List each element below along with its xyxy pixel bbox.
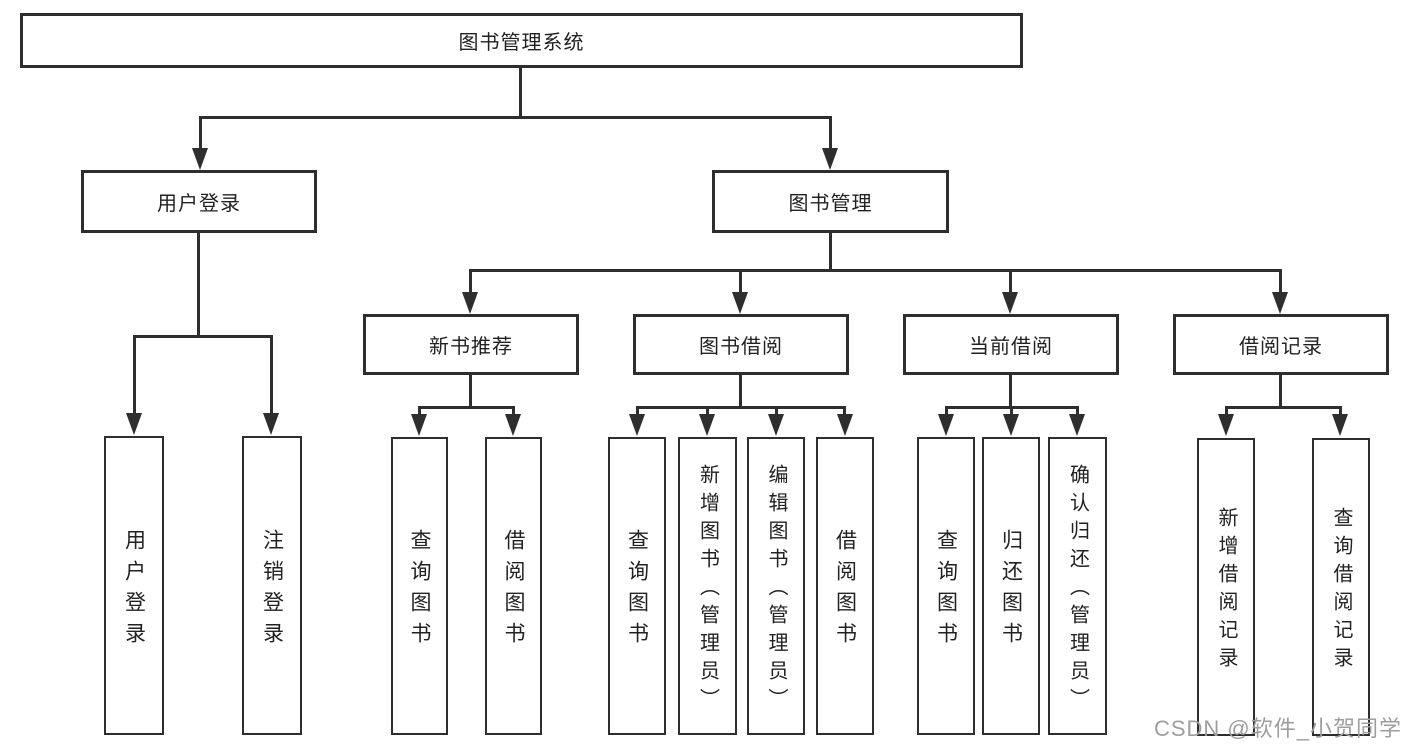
node-borrow-records: 借阅记录 xyxy=(1173,314,1389,375)
leaf-borrow-borrow-book: 借阅图书 xyxy=(816,437,874,735)
leaf-borrow-edit-book-admin: 编辑图书（管理员） xyxy=(747,437,805,735)
leaf-logout-label: 注销登录 xyxy=(260,528,284,653)
connector xyxy=(636,406,639,416)
leaf-user-login: 用户登录 xyxy=(104,436,164,735)
arrowhead xyxy=(1218,414,1234,436)
arrowhead xyxy=(126,413,142,435)
connector xyxy=(1279,269,1282,294)
arrowhead xyxy=(1069,414,1085,436)
connector xyxy=(519,67,522,118)
connector xyxy=(418,406,421,416)
connector xyxy=(1225,406,1342,409)
leaf-current-query-book: 查询图书 xyxy=(917,437,975,735)
connector xyxy=(199,116,202,150)
arrowhead xyxy=(938,414,954,436)
connector xyxy=(829,116,832,150)
connector xyxy=(775,406,778,416)
arrowhead xyxy=(192,148,208,170)
connector xyxy=(1076,406,1079,416)
connector xyxy=(739,375,742,408)
arrowhead xyxy=(732,292,748,314)
leaf-recommend-borrow-book-label: 借阅图书 xyxy=(502,529,525,653)
connector xyxy=(829,233,832,272)
connector xyxy=(706,406,709,416)
node-user-login-label: 用户登录 xyxy=(157,193,241,215)
arrowhead xyxy=(505,414,521,436)
connector xyxy=(418,406,515,409)
connector xyxy=(197,233,200,338)
leaf-records-query-record-label: 查询借阅记录 xyxy=(1330,507,1352,675)
node-new-book-recommend: 新书推荐 xyxy=(363,314,579,375)
arrowhead xyxy=(822,148,838,170)
connector xyxy=(469,269,472,294)
node-book-management-label: 图书管理 xyxy=(788,193,873,215)
connector xyxy=(1339,406,1342,416)
leaf-logout: 注销登录 xyxy=(242,436,302,735)
connector xyxy=(1010,406,1013,416)
connector xyxy=(199,116,832,119)
connector xyxy=(469,269,1282,272)
arrowhead xyxy=(1002,292,1018,314)
connector xyxy=(133,335,273,338)
leaf-recommend-borrow-book: 借阅图书 xyxy=(485,437,542,735)
csdn-watermark: CSDN @软件_小贺同学 xyxy=(1153,716,1402,741)
arrowhead xyxy=(699,414,715,436)
node-book-borrow-label: 图书借阅 xyxy=(699,336,783,358)
node-new-book-recommend-label: 新书推荐 xyxy=(429,336,513,358)
leaf-borrow-query-book-label: 查询图书 xyxy=(625,529,649,653)
leaf-current-return-book: 归还图书 xyxy=(982,437,1040,735)
connector xyxy=(133,335,136,414)
connector xyxy=(270,335,273,414)
arrowhead xyxy=(768,414,784,436)
connector xyxy=(469,375,472,408)
leaf-user-login-label: 用户登录 xyxy=(122,528,146,653)
connector xyxy=(945,406,948,416)
connector xyxy=(636,406,846,409)
node-book-management: 图书管理 xyxy=(712,170,949,233)
leaf-borrow-add-book-admin-label: 新增图书（管理员） xyxy=(696,464,719,716)
leaf-borrow-query-book: 查询图书 xyxy=(608,437,666,735)
node-borrow-records-label: 借阅记录 xyxy=(1239,336,1323,358)
connector xyxy=(1009,375,1012,408)
node-current-borrow-label: 当前借阅 xyxy=(969,336,1053,358)
leaf-records-query-record: 查询借阅记录 xyxy=(1312,438,1370,736)
leaf-borrow-edit-book-admin-label: 编辑图书（管理员） xyxy=(765,464,787,716)
arrowhead xyxy=(629,414,645,436)
node-current-borrow: 当前借阅 xyxy=(903,314,1119,375)
leaf-borrow-borrow-book-label: 借阅图书 xyxy=(833,529,857,653)
node-root: 图书管理系统 xyxy=(20,13,1023,68)
leaf-current-confirm-return-admin-label: 确认归还（管理员） xyxy=(1066,464,1089,716)
arrowhead xyxy=(837,414,853,436)
arrowhead xyxy=(1272,292,1288,314)
leaf-recommend-query-book: 查询图书 xyxy=(391,437,448,735)
connector xyxy=(1279,375,1282,408)
arrowhead xyxy=(1003,414,1019,436)
leaf-borrow-add-book-admin: 新增图书（管理员） xyxy=(678,437,737,735)
leaf-records-add-record-label: 新增借阅记录 xyxy=(1215,507,1237,675)
leaf-records-add-record: 新增借阅记录 xyxy=(1197,438,1255,736)
leaf-current-return-book-label: 归还图书 xyxy=(999,529,1023,653)
leaf-current-query-book-label: 查询图书 xyxy=(934,529,958,653)
node-user-login: 用户登录 xyxy=(81,170,317,233)
connector xyxy=(1225,406,1228,416)
connector xyxy=(843,406,846,416)
node-root-label: 图书管理系统 xyxy=(458,32,585,54)
arrowhead xyxy=(263,413,279,435)
leaf-current-confirm-return-admin: 确认归还（管理员） xyxy=(1048,437,1107,735)
arrowhead xyxy=(1332,414,1348,436)
connector xyxy=(739,269,742,294)
leaf-recommend-query-book-label: 查询图书 xyxy=(408,529,431,653)
connector xyxy=(1009,269,1012,294)
arrowhead xyxy=(411,414,427,436)
arrowhead xyxy=(462,292,478,314)
connector xyxy=(512,406,515,416)
node-book-borrow: 图书借阅 xyxy=(633,314,849,375)
